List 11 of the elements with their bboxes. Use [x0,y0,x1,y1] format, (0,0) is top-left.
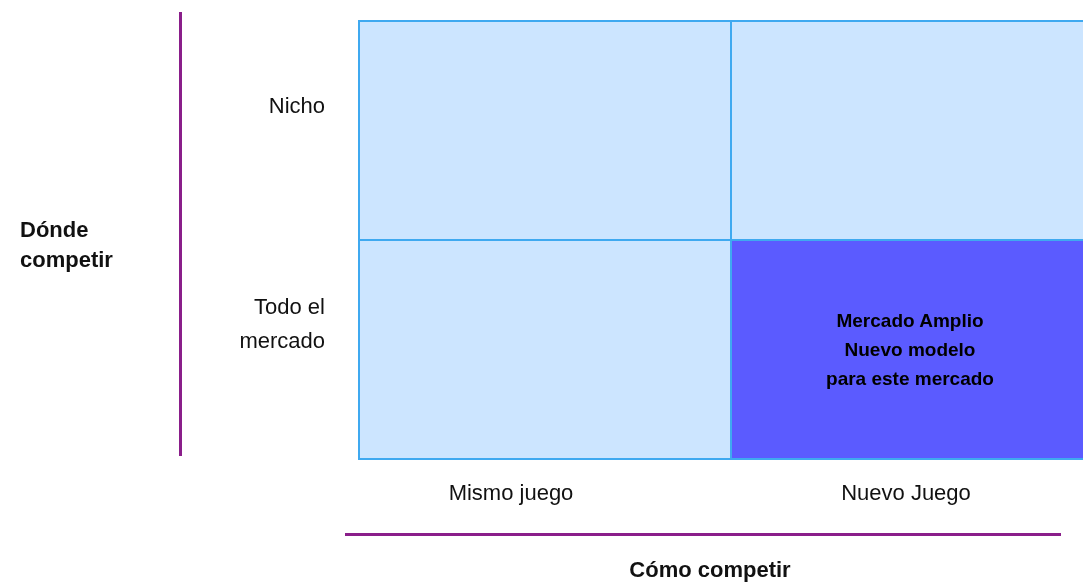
matrix-cell [730,20,1083,241]
highlighted-cell [730,239,1083,460]
column-label: Mismo juego [447,479,575,507]
matrix-cell [358,239,732,460]
cell-text: Mercado Amplio Nuevo modelo para este mercado [825,309,995,391]
row-label: Nicho [267,92,325,120]
matrix-cell [358,20,732,241]
axis-title: Cómo competir [628,556,792,584]
column-label: Nuevo Juego [840,479,972,507]
row-label: Todo el mercado [238,293,325,355]
axis-title: Dónde competir [20,216,114,274]
